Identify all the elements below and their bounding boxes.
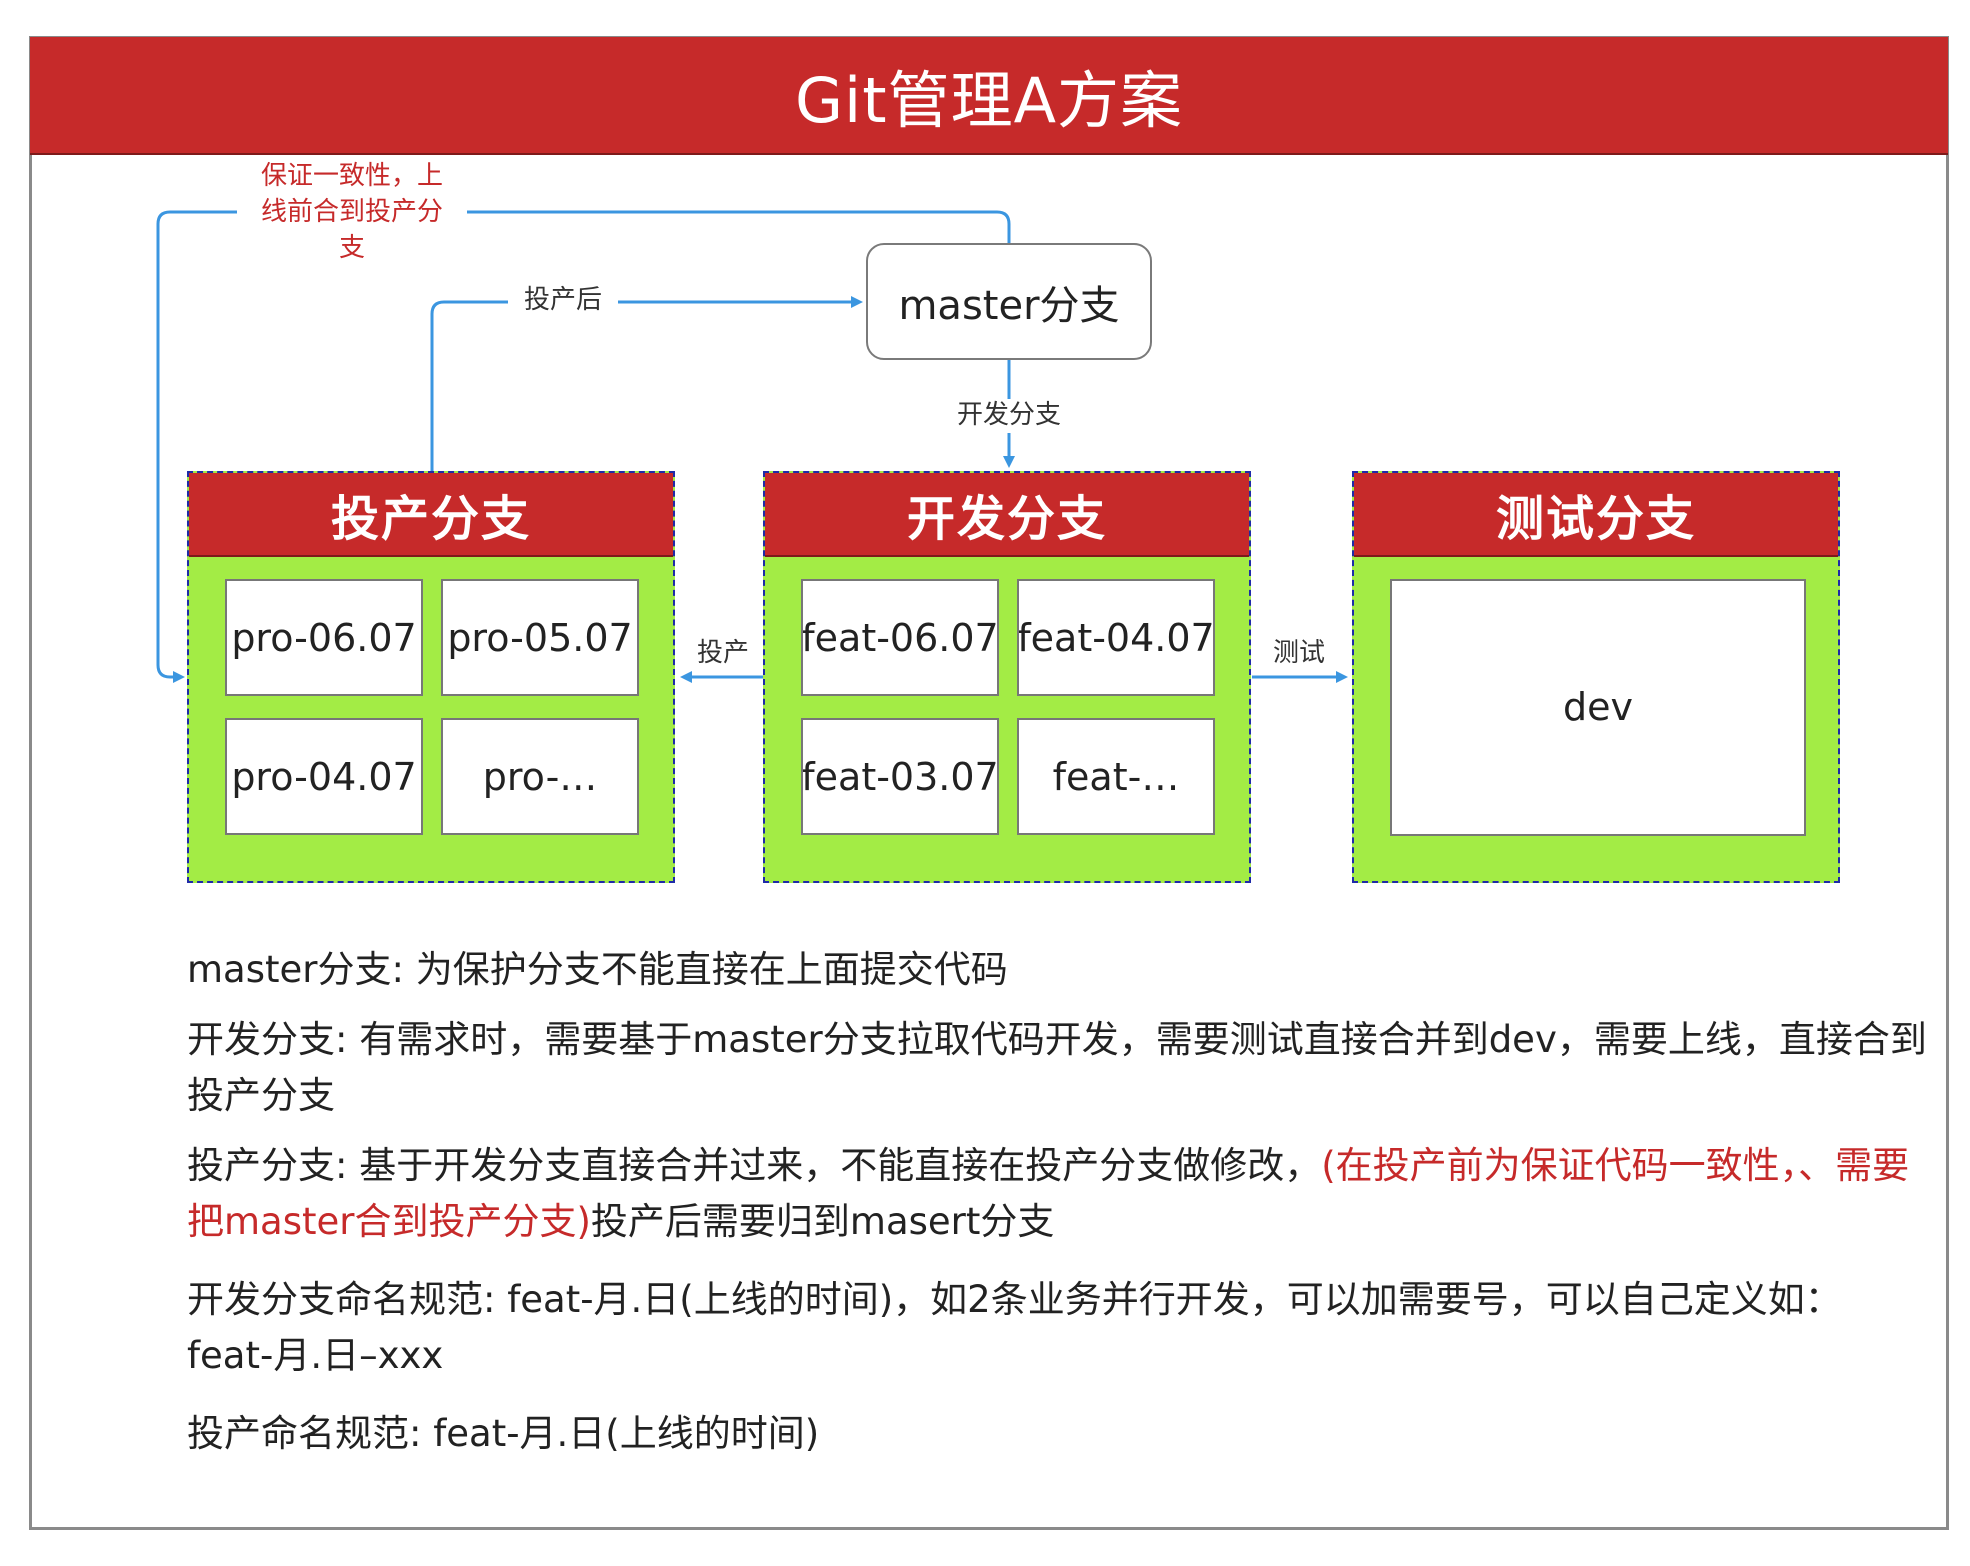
feature-branch-item: feat-03.07 — [801, 718, 999, 835]
release-branch-group: 投产分支 pro-06.07 pro-05.07 pro-04.07 pro-… — [187, 471, 675, 883]
sync-edge-label-line: 线前合到投产分 — [260, 197, 443, 227]
note-develop: 开发分支: 有需求时，需要基于master分支拉取代码开发，需要测试直接合并到d… — [187, 1018, 1927, 1117]
feature-branch-item: feat-04.07 — [1017, 579, 1215, 696]
develop-edge-label: 开发分支 — [945, 399, 1073, 433]
develop-branch-group: 开发分支 feat-06.07 feat-04.07 feat-03.07 fe… — [763, 471, 1251, 883]
note-release-text: 投产分支: 基于开发分支直接合并过来，不能直接在投产分支做修改， — [187, 1144, 1322, 1187]
note-release-naming: 投产命名规范: feat-月.日(上线的时间) — [187, 1412, 820, 1455]
test-edge-label: 测试 — [1272, 638, 1325, 668]
master-branch-label: master分支 — [898, 282, 1120, 329]
after-release-edge-label: 投产后 — [508, 284, 618, 318]
note-dev-naming: 开发分支命名规范: feat-月.日(上线的时间)，如2条业务并行开发，可以加需… — [187, 1278, 1842, 1377]
dev-branch-item: dev — [1390, 579, 1806, 836]
note-release-tail: 投产后需要归到masert分支 — [590, 1200, 1055, 1243]
title-bar: Git管理A方案 — [30, 37, 1948, 155]
release-edge-label: 投产 — [690, 637, 756, 671]
release-branch-item: pro-… — [441, 718, 639, 835]
release-branch-item: pro-06.07 — [225, 579, 423, 696]
sync-edge-label: 保证一致性，上 线前合到投产分 支 — [237, 158, 467, 266]
after-release-connector — [430, 296, 863, 471]
release-branch-item: pro-05.07 — [441, 579, 639, 696]
sync-edge-label-line: 保证一致性，上 — [260, 161, 443, 191]
feature-branch-item: feat-06.07 — [801, 579, 999, 696]
diagram-title: Git管理A方案 — [795, 64, 1183, 137]
sync-connector — [156, 210, 1011, 683]
feature-branch-item: feat-… — [1017, 718, 1215, 835]
notes: master分支: 为保护分支不能直接在上面提交代码 开发分支: 有需求时，需要… — [187, 942, 1927, 1462]
sync-edge-label-line: 支 — [338, 233, 365, 263]
test-branch-group: 测试分支 dev — [1352, 471, 1840, 883]
note-release: 投产分支: 基于开发分支直接合并过来，不能直接在投产分支做修改，(在投产前为保证… — [187, 1138, 1927, 1250]
release-group-title: 投产分支 — [189, 473, 673, 557]
note-master: master分支: 为保护分支不能直接在上面提交代码 — [187, 948, 1008, 991]
release-branch-item: pro-04.07 — [225, 718, 423, 835]
note-release-highlight: (在投产前为保证代码一致性，、需要把master合到投产分支) — [187, 1144, 1910, 1243]
develop-group-title: 开发分支 — [765, 473, 1249, 557]
test-group-title: 测试分支 — [1354, 473, 1838, 557]
master-branch-node: master分支 — [866, 243, 1152, 360]
